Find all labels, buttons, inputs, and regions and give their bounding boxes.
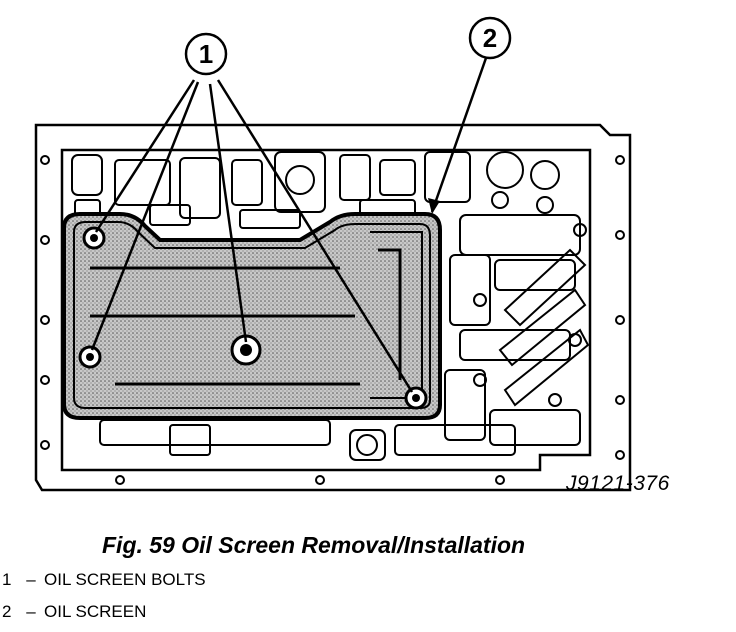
transmission-case-outline	[34, 123, 632, 492]
figure-code: J9121-376	[566, 472, 670, 495]
callout-1-number: 1	[199, 39, 213, 69]
legend-number: 1	[2, 570, 12, 589]
callout-1: 1	[184, 32, 228, 76]
oil-screen-inner-border	[73, 221, 431, 409]
oil-screen-diagram: 1 2	[34, 16, 632, 492]
legend-number: 2	[2, 602, 12, 621]
valve-body-details	[71, 151, 590, 461]
legend-label: OIL SCREEN BOLTS	[44, 570, 206, 589]
legend-item: 2–OIL SCREEN	[2, 602, 146, 622]
legend-separator: –	[26, 570, 36, 589]
callout-2: 2	[468, 16, 512, 60]
callout-1-leaders	[90, 79, 414, 393]
case-bolt-holes	[40, 155, 625, 485]
legend-item: 1–OIL SCREEN BOLTS	[2, 570, 206, 590]
callout-2-leader	[430, 57, 488, 213]
oil-screen-channel	[370, 231, 423, 399]
figure-caption: Fig. 59 Oil Screen Removal/Installation	[102, 532, 526, 558]
legend-label: OIL SCREEN	[44, 602, 147, 621]
callout-2-number: 2	[483, 23, 497, 53]
oil-screen-ribs	[90, 248, 402, 386]
valve-body-outline	[60, 148, 592, 472]
legend-separator: –	[26, 602, 36, 621]
